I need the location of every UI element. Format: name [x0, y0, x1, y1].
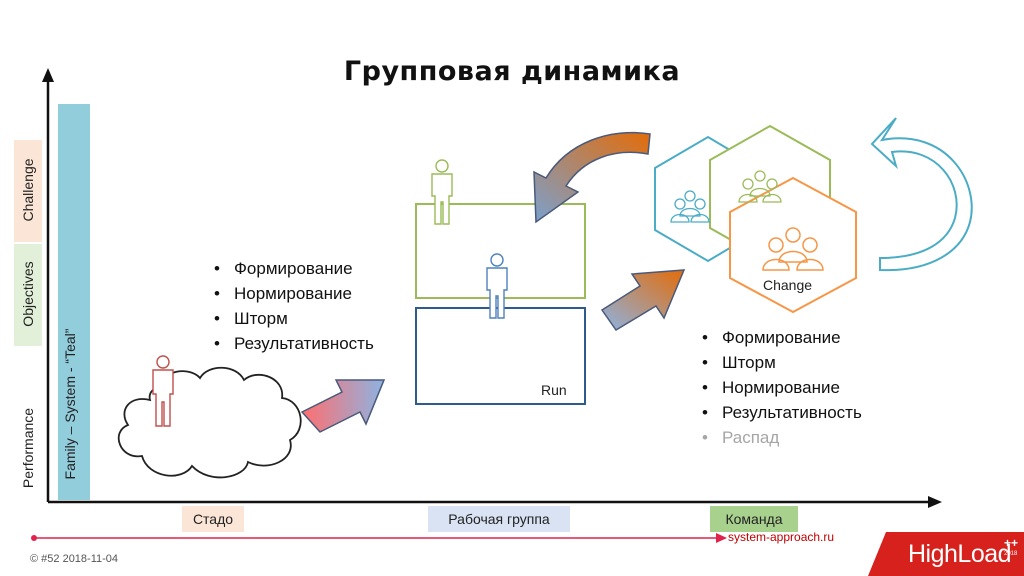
group-stages-list: ФормированиеНормированиеШтормРезультатив… — [210, 256, 374, 356]
list-item: Формирование — [698, 325, 862, 350]
person-icon — [152, 355, 174, 427]
x-label-herd: Стадо — [182, 506, 244, 532]
slide-title: Групповая динамика — [343, 56, 681, 87]
cloud-icon — [117, 366, 302, 479]
logo-year-text: 2018 — [1004, 551, 1018, 557]
footer-site-link[interactable]: system-approach.ru — [728, 530, 835, 544]
group-icon — [738, 170, 782, 203]
logo-sup-text: ++ — [1004, 536, 1019, 550]
list-item-faded: Распад — [698, 425, 862, 450]
arrow-right-icon — [600, 269, 686, 332]
teal-bar — [58, 104, 90, 500]
list-item: Нормирование — [698, 375, 862, 400]
list-item: Шторм — [210, 306, 374, 331]
objectives-band — [14, 244, 42, 346]
group-icon — [670, 190, 710, 223]
x-label-team: Команда — [710, 506, 798, 532]
x-label-work-group: Рабочая группа — [428, 506, 570, 532]
hexagon-icon — [729, 176, 857, 314]
footer-copyright: © #52 2018-11-04 — [30, 553, 119, 565]
list-item: Нормирование — [210, 281, 374, 306]
person-icon — [486, 253, 508, 319]
arrow-right-icon — [300, 379, 386, 433]
group-icon — [762, 227, 824, 271]
axes — [42, 68, 942, 508]
cycle-arrow-icon — [870, 117, 973, 272]
team-stages-list: ФормированиеШтормНормированиеРезультатив… — [698, 325, 862, 450]
curved-arrow-icon — [533, 131, 651, 224]
person-icon — [431, 159, 453, 225]
change-label: Change — [763, 277, 813, 293]
run-label: Run — [541, 382, 567, 398]
highload-logo: HighLoad ++ 2018 — [868, 532, 1024, 576]
list-item: Результативность — [210, 331, 374, 356]
logo-main-text: HighLoad — [908, 540, 1012, 568]
timeline — [31, 533, 727, 543]
list-item: Формирование — [210, 256, 374, 281]
list-item: Шторм — [698, 350, 862, 375]
list-item: Результативность — [698, 400, 862, 425]
challenge-band — [14, 140, 42, 242]
